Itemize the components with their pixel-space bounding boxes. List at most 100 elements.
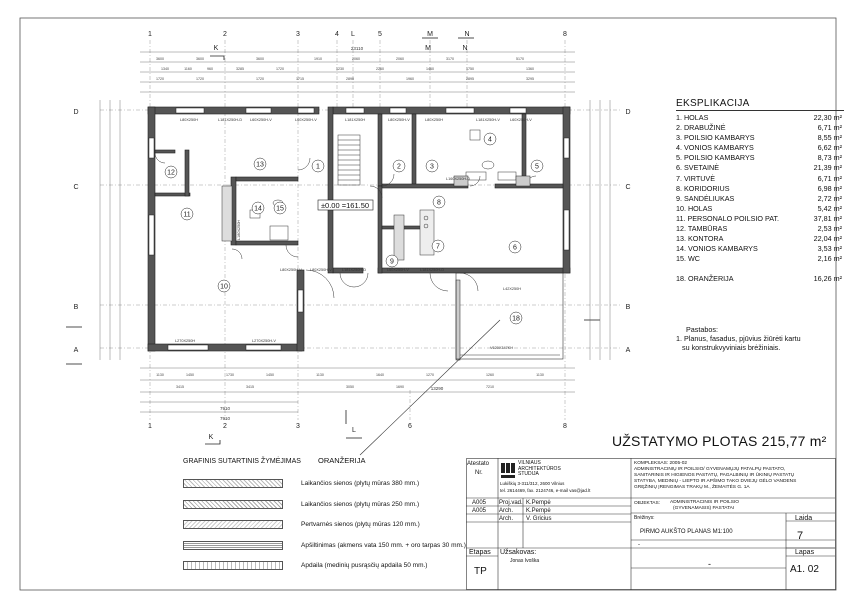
svg-text:1260: 1260 <box>486 373 494 377</box>
legend-item: Laikančios sienos (plytų mūras 250 mm.) <box>183 499 419 510</box>
svg-text:3600: 3600 <box>156 57 164 61</box>
svg-text:L80X250H-V: L80X250H-V <box>388 118 410 122</box>
atestato-label: Atestato <box>467 461 490 467</box>
svg-text:960: 960 <box>207 67 213 71</box>
uzsakovas-label: Užsakovas: <box>500 549 537 556</box>
svg-text:8: 8 <box>563 31 567 38</box>
sheet-frame <box>19 17 837 591</box>
svg-text:M: M <box>425 45 431 52</box>
svg-text:2060: 2060 <box>396 57 404 61</box>
svg-text:D: D <box>625 109 630 116</box>
svg-text:L42X250H: L42X250H <box>503 287 521 291</box>
svg-text:K: K <box>209 434 214 441</box>
axis-labels: 1 2 3 4 L 5 M N 8 1 2 3 6 8 D C B A D C … <box>73 31 630 441</box>
nr-label: Nr. <box>475 470 483 476</box>
svg-text:1720: 1720 <box>276 67 284 71</box>
legend-swatch <box>183 520 283 529</box>
uzsakovas-value: Jonas Ivoška <box>510 558 540 564</box>
legend-title: GRAFINIS SUTARTINIS ŽYMĖJIMAS <box>183 458 301 465</box>
svg-text:L80X250H: L80X250H <box>425 118 443 122</box>
kompleksas-text: ADMINISTRACINIŲ IR POILSIO/ GYVENAMŲJŲ P… <box>634 467 797 490</box>
lapas-value: A1. 02 <box>790 564 819 575</box>
studio-address: Lukiškių 3-311/312, 2600 Vilnius <box>500 481 565 486</box>
svg-text:L80X250H: L80X250H <box>180 118 198 122</box>
svg-text:5: 5 <box>378 31 382 38</box>
objektas-label: OBJEKTAS: <box>634 501 661 506</box>
svg-text:L: L <box>352 427 356 434</box>
svg-text:3285: 3285 <box>236 67 244 71</box>
svg-text:1130: 1130 <box>156 373 164 377</box>
role-3: Arch. <box>499 516 514 522</box>
name-2: K.Pempė <box>526 508 551 514</box>
svg-text:L60X250H-V: L60X250H-V <box>387 268 409 272</box>
svg-text:1715: 1715 <box>296 77 304 81</box>
svg-text:1130: 1130 <box>536 373 544 377</box>
svg-text:2: 2 <box>223 423 227 430</box>
svg-text:N: N <box>462 45 467 52</box>
svg-text:6: 6 <box>408 423 412 430</box>
svg-text:5: 5 <box>535 164 539 171</box>
svg-text:2060: 2060 <box>352 57 360 61</box>
svg-text:1160: 1160 <box>184 67 192 71</box>
svg-text:1270: 1270 <box>426 373 434 377</box>
svg-text:18: 18 <box>512 316 520 323</box>
svg-text:L60X250H-V: L60X250H-V <box>250 118 272 122</box>
svg-text:2895: 2895 <box>466 77 474 81</box>
svg-text:C: C <box>73 184 78 191</box>
svg-text:13290: 13290 <box>431 386 444 391</box>
svg-text:3: 3 <box>430 164 434 171</box>
svg-text:7910: 7910 <box>220 416 231 421</box>
svg-text:L80X250H-V: L80X250H-V <box>280 268 302 272</box>
brezinys-dash: - <box>638 542 640 548</box>
greenhouse <box>455 272 564 360</box>
svg-text:A: A <box>626 347 631 354</box>
notes-line: su konstrukvyviniais brėžiniais. <box>682 343 781 352</box>
role-2: Arch. <box>499 508 514 514</box>
svg-text:1130: 1130 <box>316 373 324 377</box>
svg-text:15: 15 <box>276 206 284 213</box>
svg-text:3050: 3050 <box>346 385 354 389</box>
svg-text:1450: 1450 <box>266 373 274 377</box>
svg-text:L80X250H-V: L80X250H-V <box>310 268 332 272</box>
laida-label: Laida <box>795 515 813 522</box>
svg-text:1690: 1690 <box>396 385 404 389</box>
svg-text:3: 3 <box>296 423 300 430</box>
svg-text:11: 11 <box>183 212 190 219</box>
svg-text:L181X250H-D: L181X250H-D <box>420 268 444 272</box>
role-1: Proj.vad. <box>499 500 523 506</box>
oranzerija-label: ORANŽERIJA <box>318 456 366 465</box>
stairs <box>337 134 361 186</box>
objektas-text: ADMINISTRACINIS IR POILSIO (GYVENAMASIS)… <box>670 500 740 511</box>
svg-text:1640: 1640 <box>376 373 384 377</box>
svg-text:3600: 3600 <box>196 57 204 61</box>
notes: Pastabos: 1. Planus, fasadus, pjūvius ži… <box>676 325 801 352</box>
svg-text:V620X347KH: V620X347KH <box>490 346 513 350</box>
legend-item: Pertvarnės sienos (plytų mūras 120 mm.) <box>183 519 420 530</box>
svg-text:9: 9 <box>390 259 394 266</box>
svg-text:3600: 3600 <box>256 57 264 61</box>
svg-text:5170: 5170 <box>516 57 524 61</box>
svg-text:L270X250H: L270X250H <box>175 339 195 343</box>
svg-text:2260: 2260 <box>376 67 384 71</box>
svg-text:K: K <box>214 45 219 52</box>
svg-text:1360: 1360 <box>526 67 534 71</box>
etapas-value: TP <box>474 566 487 577</box>
walls <box>147 106 571 352</box>
svg-text:L270X250H-V: L270X250H-V <box>252 339 276 343</box>
name-3: V. Gricius <box>526 516 552 522</box>
svg-text:1: 1 <box>316 164 320 171</box>
studio-name: VILNIAUS ARCHITEKTŪROS STUDIJA <box>518 460 561 477</box>
svg-text:N: N <box>464 31 469 38</box>
svg-text:1720: 1720 <box>196 77 204 81</box>
svg-text:3415: 3415 <box>246 385 254 389</box>
svg-text:1460: 1460 <box>426 67 434 71</box>
svg-text:3295: 3295 <box>526 77 534 81</box>
svg-text:3170: 3170 <box>446 57 454 61</box>
legend-swatch <box>183 500 283 509</box>
